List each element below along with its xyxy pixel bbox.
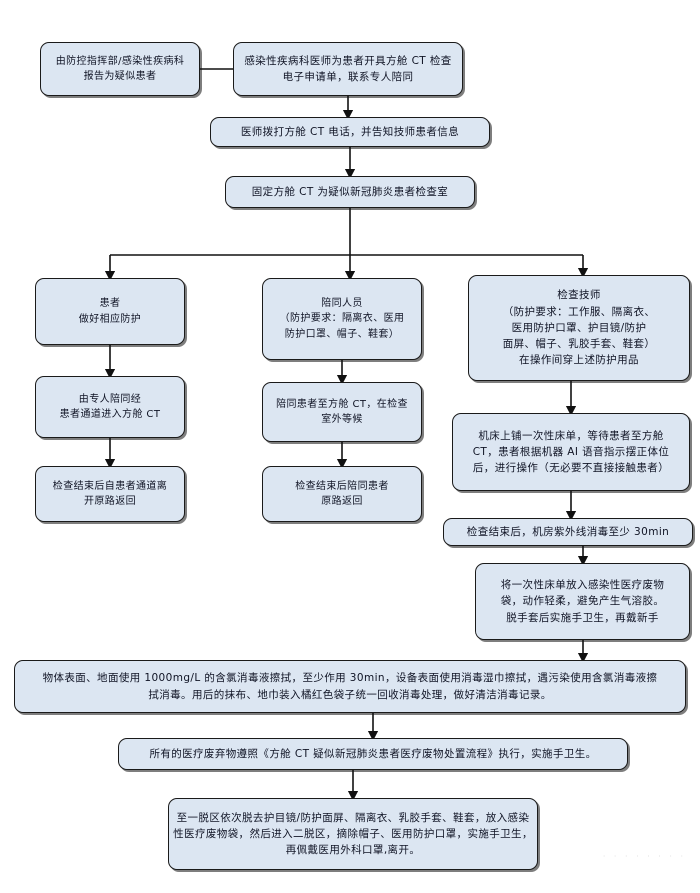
flow-node-line: 做好相应防护: [78, 313, 142, 325]
flow-node-line: 患者通道进入方舱 CT: [59, 409, 161, 420]
flow-node-surface-disinfection-record[interactable]: 物体表面、地面使用 1000mg/L 的含氯消毒液擦拭，至少作用 30min，设…: [14, 660, 686, 713]
flow-node-line: 医师拨打方舱 CT 电话，并告知技师患者信息: [240, 125, 460, 138]
flow-node-line: 检查结束后陪同患者: [295, 480, 389, 492]
flow-node-medical-waste-procedure[interactable]: 所有的医疗废弃物遵照《方舱 CT 疑似新冠肺炎患者医疗废物处置流程》执行，实施手…: [118, 738, 628, 770]
flow-node-line: 防护口罩、帽子、鞋套）: [284, 328, 400, 340]
flow-node-line: 再佩戴医用外科口罩,离开。: [285, 844, 421, 857]
flow-node-patient-protection[interactable]: 患者做好相应防护: [35, 278, 185, 345]
flow-node-line: 物体表面、地面使用 1000mg/L 的含氯消毒液擦拭，至少作用 30min，设…: [42, 672, 658, 685]
flow-node-line: 面屏、帽子、乳胶手套、鞋套）: [502, 338, 656, 351]
flow-node-line: 脱手套后实施手卫生，再戴新手: [506, 611, 659, 624]
flow-node-line: （防护要求：隔离衣、医用: [279, 313, 405, 325]
flow-node-line: 检查技师: [557, 289, 601, 302]
flow-node-line: 由防控指挥部/感染性疾病科: [55, 55, 185, 67]
flow-node-line: 陪同人员: [321, 297, 363, 309]
flow-node-line: 拭消毒。用后的抹布、地巾装入橘红色袋子统一回收消毒处理，做好清洁消毒记录。: [148, 688, 552, 701]
flow-node-call-ct-inform-technician[interactable]: 医师拨打方舱 CT 电话，并告知技师患者信息: [210, 117, 490, 147]
flow-node-line: 袋，动作轻柔，避免产生气溶胶。: [500, 595, 665, 608]
flow-node-patient-return-after-exam[interactable]: 检查结束后自患者通道离开原路返回: [35, 466, 185, 522]
flow-node-line: 在操作间穿上述防护用品: [519, 354, 639, 367]
flow-node-line: 陪同患者至方舱 CT，在检查: [276, 398, 408, 410]
flow-node-line: 开原路返回: [84, 496, 136, 507]
flow-node-line: 室外等候: [321, 414, 363, 425]
flow-node-line: 至一脱区依次脱去护目镜/防护面屏、隔离衣、乳胶手套、鞋套，放入感染: [176, 811, 530, 824]
flow-node-line: 医用防护口罩、护目镜/防护: [511, 321, 647, 334]
flow-node-bed-sheet-and-scan-operation[interactable]: 机床上铺一次性床单，等待患者至方舱 CT，患者根据机器 AI 语音指示摆正体位后，…: [452, 413, 690, 491]
flow-node-line: 电子申请单，联系专人陪同: [282, 71, 414, 83]
flow-node-line: 性医疗废物袋，然后进入二脱区，摘除帽子、医用防护口罩，实施手卫生，: [173, 827, 533, 840]
flow-node-line: 后，进行操作（无必要不直接接触患者）: [472, 462, 670, 475]
flow-node-escort-wait-outside[interactable]: 陪同患者至方舱 CT，在检查室外等候: [262, 382, 422, 442]
flow-node-uv-disinfection-30min[interactable]: 检查结束后，机房紫外线消毒至少 30min: [443, 518, 693, 546]
flow-node-line: 患者: [99, 298, 121, 309]
flow-node-escort-staff-protection[interactable]: 陪同人员 （防护要求：隔离衣、医用防护口罩、帽子、鞋套）: [262, 278, 422, 360]
flow-node-doffing-ppe-zones[interactable]: 至一脱区依次脱去护目镜/防护面屏、隔离衣、乳胶手套、鞋套，放入感染性医疗废物袋，…: [168, 798, 538, 870]
flow-node-report-suspected-case[interactable]: 由防控指挥部/感染性疾病科报告为疑似患者: [40, 42, 200, 96]
flow-node-dispose-bed-sheet-hand-hygiene[interactable]: 将一次性床单放入感染性医疗废物袋，动作轻柔，避免产生气溶胶。脱手套后实施手卫生，…: [475, 563, 690, 640]
flow-node-patient-escorted-to-ct[interactable]: 由专人陪同经患者通道进入方舱 CT: [35, 376, 185, 438]
watermark: · · · · · · · ·: [602, 852, 686, 861]
flow-node-line: 检查结束后自患者通道离: [52, 480, 168, 492]
flow-node-line: CT，患者根据机器 AI 语音指示摆正体位: [472, 445, 670, 458]
flow-node-line: （防护要求：工作服、隔离衣、: [502, 305, 656, 318]
flow-node-line: 原路返回: [321, 496, 363, 507]
flow-node-escort-return-after-exam[interactable]: 检查结束后陪同患者原路返回: [262, 466, 422, 522]
flow-node-line: 由专人陪同经: [78, 393, 142, 405]
flow-node-line: 固定方舱 CT 为疑似新冠肺炎患者检查室: [251, 185, 449, 198]
flow-node-line: 将一次性床单放入感染性医疗废物: [500, 579, 665, 592]
flow-node-issue-ct-request[interactable]: 感染性疾病科医师为患者开具方舱 CT 检查电子申请单，联系专人陪同: [233, 42, 463, 96]
flow-node-line: 所有的医疗废弃物遵照《方舱 CT 疑似新冠肺炎患者医疗废物处置流程》执行，实施手…: [149, 747, 597, 760]
flow-node-line: 报告为疑似患者: [83, 71, 157, 82]
flow-node-designate-ct-exam-room[interactable]: 固定方舱 CT 为疑似新冠肺炎患者检查室: [225, 176, 475, 208]
flow-node-technician-protection[interactable]: 检查技师 （防护要求：工作服、隔离衣、医用防护口罩、护目镜/防护面屏、帽子、乳胶手…: [468, 275, 690, 381]
flow-node-line: 检查结束后，机房紫外线消毒至少 30min: [466, 525, 670, 538]
flow-node-line: 感染性疾病科医师为患者开具方舱 CT 检查: [244, 54, 452, 67]
flow-node-line: 机床上铺一次性床单，等待患者至方舱: [478, 429, 664, 442]
